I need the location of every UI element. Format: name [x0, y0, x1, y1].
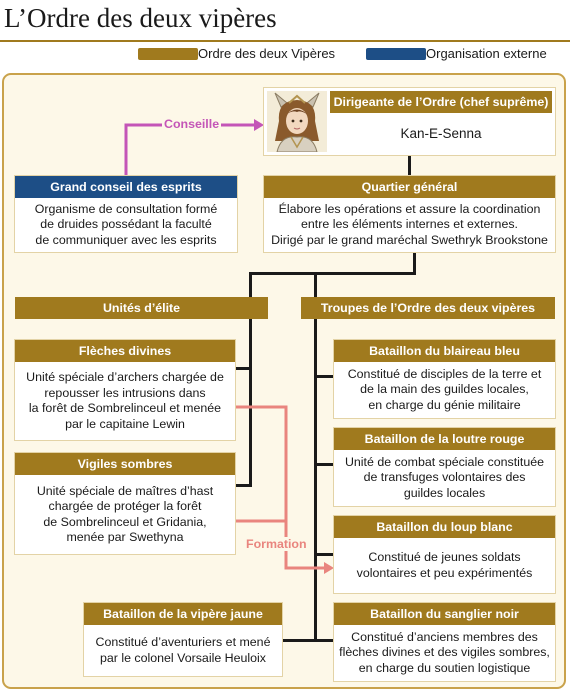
connector-troops-drop: [314, 272, 317, 297]
battalion-loup-blanc-title: Bataillon du loup blanc: [334, 516, 555, 538]
legend-swatch-external: [366, 48, 426, 60]
page-title-bar: L’Ordre des deux vipères: [0, 0, 570, 42]
battalion-loutre-rouge: Bataillon de la loutre rouge Unité de co…: [334, 428, 555, 506]
unit-fleches-divines-text: Unité spéciale d’archers chargée de repo…: [26, 370, 224, 431]
leader-portrait: [267, 91, 327, 152]
connector-blaireau: [314, 375, 334, 378]
training-arrow-fleches: [235, 405, 326, 570]
training-arrow-label: Formation: [244, 537, 309, 551]
connector-vipere-jaune: [282, 639, 317, 642]
elite-units-header: Unités d’élite: [15, 297, 268, 319]
unit-vigiles-sombres-title: Vigiles sombres: [15, 453, 235, 475]
connector-loup: [314, 553, 334, 556]
unit-fleches-divines: Flèches divines Unité spéciale d’archers…: [15, 340, 235, 440]
leader-name: Kan-E-Senna: [400, 126, 482, 142]
battalion-blaireau-bleu-text: Constitué de disciples de la terre et de…: [347, 366, 542, 412]
unit-vipere-jaune: Bataillon de la vipère jaune Constitué d…: [84, 603, 282, 676]
battalion-loup-blanc: Bataillon du loup blanc Constitué de jeu…: [334, 516, 555, 593]
legend-label-external: Organisation externe: [426, 46, 547, 61]
connector-loutre: [314, 463, 334, 466]
connector-fleches: [235, 367, 252, 370]
troops-header: Troupes de l’Ordre des deux vipères: [301, 297, 555, 319]
battalion-loutre-rouge-text: Unité de combat spéciale constituée de t…: [344, 454, 545, 500]
hq-title: Quartier général: [264, 176, 555, 198]
legend-order: Ordre des deux Vipères: [138, 46, 358, 62]
unit-vipere-jaune-text: Constitué d’aventuriers et mené par le c…: [95, 635, 271, 665]
hq-box: Quartier général Élabore les opérations …: [264, 176, 555, 252]
unit-vigiles-sombres: Vigiles sombres Unité spéciale de maître…: [15, 453, 235, 554]
council-arrow: [124, 123, 258, 176]
council-box: Grand conseil des esprits Organisme de c…: [15, 176, 237, 252]
connector-troops-trunk: [314, 319, 317, 641]
connector-sanglier: [314, 639, 334, 642]
page-title: L’Ordre des deux vipères: [4, 3, 277, 33]
unit-vipere-jaune-title: Bataillon de la vipère jaune: [84, 603, 282, 625]
leader-role: Dirigeante de l’Ordre (chef suprême): [330, 91, 552, 113]
battalion-loutre-rouge-title: Bataillon de la loutre rouge: [334, 428, 555, 450]
battalion-blaireau-bleu: Bataillon du blaireau bleu Constitué de …: [334, 340, 555, 418]
battalion-sanglier-noir-text: Constitué d’anciens membres des flèches …: [339, 629, 550, 675]
unit-vigiles-sombres-text: Unité spéciale de maîtres d’hast chargée…: [36, 483, 214, 545]
leader-portrait-icon: [274, 92, 320, 152]
battalion-sanglier-noir-title: Bataillon du sanglier noir: [334, 603, 555, 625]
connector-split-horizontal: [249, 272, 416, 275]
legend-label-order: Ordre des deux Vipères: [198, 46, 336, 61]
council-arrow-label: Conseille: [162, 117, 222, 131]
legend-swatch-order: [138, 48, 198, 60]
connector-vigiles: [235, 484, 252, 487]
connector-hq-down: [413, 252, 416, 274]
battalion-sanglier-noir: Bataillon du sanglier noir Constitué d’a…: [334, 603, 555, 681]
legend-external: Organisation externe: [366, 46, 566, 62]
unit-fleches-divines-title: Flèches divines: [15, 340, 235, 362]
training-arrowhead: [324, 562, 334, 574]
connector-leader-hq: [408, 155, 411, 177]
battalion-loup-blanc-text: Constitué de jeunes soldats volontaires …: [356, 550, 533, 580]
council-arrowhead: [254, 119, 264, 131]
council-title: Grand conseil des esprits: [15, 176, 237, 198]
hq-text: Élabore les opérations et assure la coor…: [271, 201, 548, 247]
battalion-blaireau-bleu-title: Bataillon du blaireau bleu: [334, 340, 555, 362]
council-text: Organisme de consultation formé de druid…: [34, 201, 218, 247]
leader-box: Dirigeante de l’Ordre (chef suprême) Kan…: [264, 88, 555, 155]
connector-elite-drop: [249, 272, 252, 297]
connector-elite-trunk: [249, 319, 252, 486]
